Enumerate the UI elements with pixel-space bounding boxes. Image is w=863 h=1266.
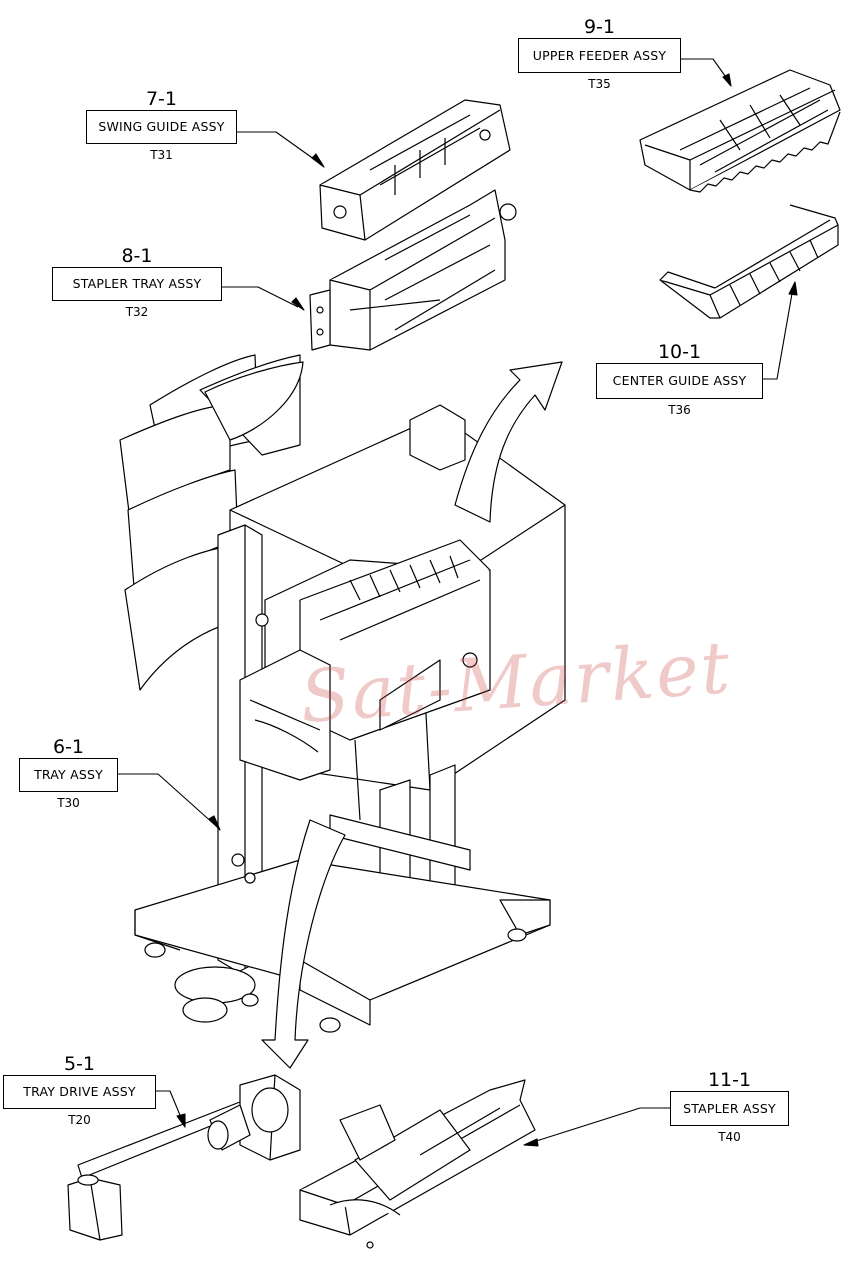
removal-arrow-down <box>261 819 346 1069</box>
callout-code: T35 <box>588 77 611 91</box>
callout-swing-guide-assy: 7-1 SWING GUIDE ASSY T31 <box>86 88 237 162</box>
callout-number: 7-1 <box>145 88 178 110</box>
stapler-assy-part <box>299 1079 536 1249</box>
callout-label: TRAY ASSY <box>19 758 118 792</box>
callout-code: T36 <box>668 403 691 417</box>
callout-stapler-assy: 11-1 STAPLER ASSY T40 <box>670 1069 789 1144</box>
callout-upper-feeder-assy: 9-1 UPPER FEEDER ASSY T35 <box>518 16 681 91</box>
callout-label: TRAY DRIVE ASSY <box>3 1075 156 1109</box>
swing-guide-assy-part <box>319 99 511 241</box>
callout-stapler-tray-assy: 8-1 STAPLER TRAY ASSY T32 <box>52 245 222 319</box>
center-guide-assy-part <box>659 204 839 319</box>
callout-label: CENTER GUIDE ASSY <box>596 363 763 399</box>
callout-label: STAPLER TRAY ASSY <box>52 267 222 301</box>
leader-lines <box>118 58 798 1147</box>
callout-code: T31 <box>150 148 173 162</box>
tray-drive-assy-part <box>67 1074 301 1241</box>
callout-number: 5-1 <box>63 1053 96 1075</box>
upper-feeder-assy-part <box>639 69 841 193</box>
callout-code: T20 <box>68 1113 91 1127</box>
callout-code: T30 <box>57 796 80 810</box>
callout-code: T40 <box>718 1130 741 1144</box>
callout-code: T32 <box>125 305 149 319</box>
callout-number: 9-1 <box>583 16 616 38</box>
callout-number: 11-1 <box>707 1069 752 1091</box>
callout-label: STAPLER ASSY <box>670 1091 789 1126</box>
stapler-tray-assy-part <box>309 189 517 351</box>
callout-number: 8-1 <box>121 245 153 267</box>
callout-label: UPPER FEEDER ASSY <box>518 38 681 73</box>
callout-number: 10-1 <box>657 341 702 363</box>
callout-number: 6-1 <box>52 736 85 758</box>
callout-center-guide-assy: 10-1 CENTER GUIDE ASSY T36 <box>596 341 763 417</box>
callout-tray-drive-assy: 5-1 TRAY DRIVE ASSY T20 <box>3 1053 156 1127</box>
callout-label: SWING GUIDE ASSY <box>86 110 237 144</box>
callout-tray-assy: 6-1 TRAY ASSY T30 <box>19 736 118 810</box>
removal-arrow-up <box>454 361 563 523</box>
